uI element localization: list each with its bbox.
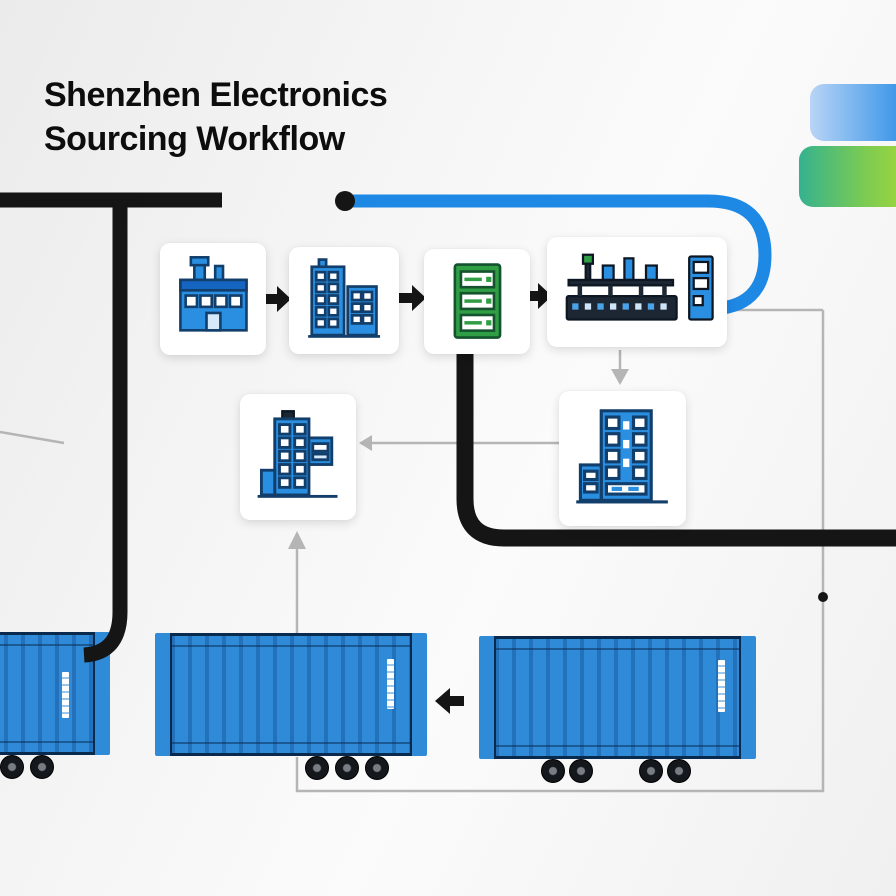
shipping-container-right <box>479 636 756 783</box>
container-endcap <box>479 636 496 759</box>
wheel-icon <box>305 756 329 780</box>
container-body <box>479 636 756 759</box>
gray-arrowhead-left-icon <box>359 435 372 451</box>
black-dot-start <box>335 191 355 211</box>
component-cabinet-icon <box>453 263 501 340</box>
container-marking <box>718 660 725 712</box>
wheel-icon <box>569 759 593 783</box>
gray-line-left-edge <box>0 430 65 445</box>
green-gradient-bar <box>799 146 896 207</box>
gray-arrowhead-down-icon <box>611 369 629 385</box>
black-arrow-right-1-icon <box>264 286 291 312</box>
container-marking <box>387 659 394 709</box>
wheel-icon <box>639 759 663 783</box>
node-card-components <box>424 249 530 354</box>
container-endcap <box>93 632 110 755</box>
supplier-building-icon <box>258 410 338 498</box>
node-card-factory <box>160 243 266 355</box>
gray-arrowhead-up-icon <box>288 531 306 549</box>
container-marking <box>62 672 69 718</box>
page-title-line2: Sourcing Workflow <box>44 119 345 158</box>
node-card-offices <box>289 247 399 354</box>
black-arrow-right-2-icon <box>399 285 426 311</box>
node-card-supplier <box>240 394 356 520</box>
black-dot-right <box>818 592 828 602</box>
distribution-building-icon <box>576 409 669 504</box>
page-title-line1: Shenzhen Electronics <box>44 75 388 114</box>
container-endcap <box>739 636 756 759</box>
wheel-icon <box>541 759 565 783</box>
node-card-assembly <box>547 237 727 347</box>
shipping-container-middle <box>155 633 427 780</box>
wheel-icon <box>30 755 54 779</box>
wheel-icon <box>335 756 359 780</box>
wheel-icon <box>0 755 24 779</box>
office-buildings-icon <box>308 257 380 338</box>
wheel-icon <box>667 759 691 783</box>
node-card-distribution <box>559 391 686 526</box>
container-endcap <box>155 633 172 756</box>
wheel-icon <box>365 756 389 780</box>
assembly-line-icon <box>565 253 714 321</box>
blue-gradient-bar <box>810 84 896 141</box>
factory-icon <box>178 255 248 332</box>
container-endcap <box>410 633 427 756</box>
shipping-container-left <box>0 632 110 779</box>
black-arrow-left-container-icon <box>435 688 464 714</box>
black-line-vertical <box>83 193 128 663</box>
